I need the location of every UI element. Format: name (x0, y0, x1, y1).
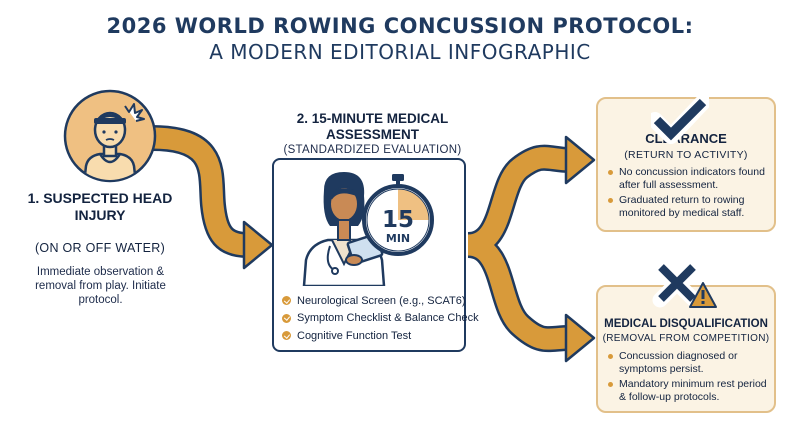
step1-subtitle: (ON OR OFF WATER) (34, 241, 166, 255)
checklist-item: Neurological Screen (e.g., SCAT6) (282, 292, 467, 310)
warning-icon (689, 282, 717, 308)
step1-description: Immediate observation & removal from pla… (35, 266, 166, 306)
list-item: Concussion diagnosed or symptoms persist… (608, 350, 770, 375)
check-icon (282, 331, 291, 341)
checklist-item: Cognitive Function Test (282, 327, 467, 345)
list-item: Graduated return to rowing monitored by … (608, 194, 770, 219)
list-item: No concussion indicators found after ful… (608, 166, 770, 191)
list-item: Mandatory minimum rest period & follow-u… (608, 378, 770, 403)
checkmark-icon (651, 94, 709, 144)
arrow-head-clearance (564, 135, 596, 185)
check-icon (282, 313, 291, 323)
step1-title: 1. SUSPECTED HEAD INJURY (27, 190, 173, 223)
clearance-subtitle: (RETURN TO ACTIVITY) (624, 149, 748, 161)
arrow-head-disqualification (564, 313, 596, 363)
disqualification-subtitle: (REMOVAL FROM COMPETITION) (602, 333, 770, 344)
stopwatch-icon: 15 MIN (362, 174, 434, 256)
injured-athlete-icon (63, 89, 157, 183)
infographic-title: 2026 WORLD ROWING CONCUSSION PROTOCOL: (106, 14, 694, 38)
x-mark-icon (652, 258, 702, 308)
infographic-subtitle: A MODERN EDITORIAL INFOGRAPHIC (209, 40, 591, 64)
disqualification-card: MEDICAL DISQUALIFICATION (REMOVAL FROM C… (596, 285, 776, 413)
step2-title: 2. 15-MINUTE MEDICAL ASSESSMENT (296, 111, 449, 142)
check-icon (282, 296, 291, 306)
timer-number: 15 (382, 207, 414, 233)
arrow-head-assessment (242, 220, 274, 270)
timer-unit: MIN (386, 232, 410, 245)
step2-subtitle: (STANDARDIZED EVALUATION) (283, 144, 462, 156)
disqualification-title: MEDICAL DISQUALIFICATION (604, 318, 768, 330)
checklist-item: Symptom Checklist & Balance Check (282, 310, 479, 328)
assessment-checklist: Neurological Screen (e.g., SCAT6) Sympto… (282, 292, 479, 345)
